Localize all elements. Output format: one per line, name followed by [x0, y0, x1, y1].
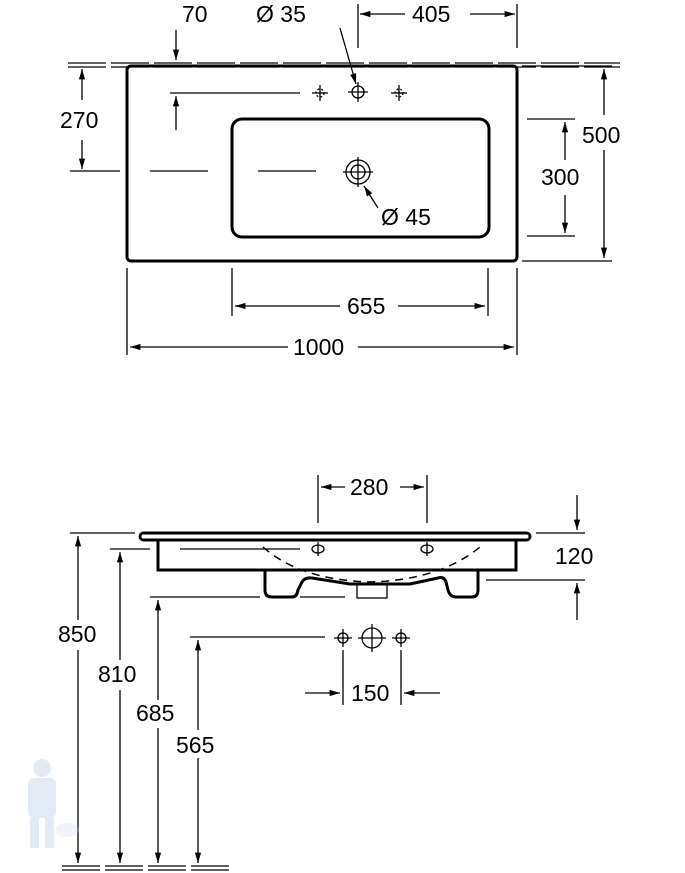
- dim-width: 1000: [293, 334, 344, 360]
- dim-bowl-depth: 300: [541, 164, 579, 190]
- optional-hole-left-icon: [312, 85, 328, 101]
- dim-depth: 500: [582, 122, 620, 148]
- countertop-edge: [138, 531, 532, 542]
- drain-outlet: [356, 583, 388, 599]
- drain-icon: [343, 157, 373, 187]
- dim-edge-to-tap: 70: [182, 1, 208, 27]
- dim-tap-hole: Ø 35: [256, 1, 306, 27]
- dim-height: 120: [555, 543, 593, 569]
- mount-hole-left-icon: [311, 542, 325, 556]
- optional-hole-right-icon: [391, 85, 407, 101]
- mount-hole-right-icon: [420, 542, 434, 556]
- bowl-outline: [230, 117, 491, 239]
- dim-bottom-height: 685: [136, 700, 174, 726]
- basin-outline: [125, 64, 519, 263]
- dim-bowl-width: 655: [347, 293, 385, 319]
- supply-icon: [334, 624, 410, 652]
- dim-tap-depth: 270: [60, 107, 98, 133]
- dim-underside-height: 810: [98, 661, 136, 687]
- dim-top-height: 850: [58, 621, 96, 647]
- dim-supply-height: 565: [176, 732, 214, 758]
- dim-mount-spacing: 280: [350, 474, 388, 500]
- dim-tap-to-edge: 405: [412, 1, 450, 27]
- top-view: 70 Ø 35 405 270 500 300 Ø 45: [60, 1, 620, 360]
- dim-drain: Ø 45: [381, 204, 431, 230]
- side-view: 280 120 850 810 685 565: [58, 474, 593, 871]
- plumber-logo: [28, 759, 79, 848]
- dim-supply-spacing: 150: [351, 680, 389, 706]
- tap-hole-icon: [348, 82, 368, 102]
